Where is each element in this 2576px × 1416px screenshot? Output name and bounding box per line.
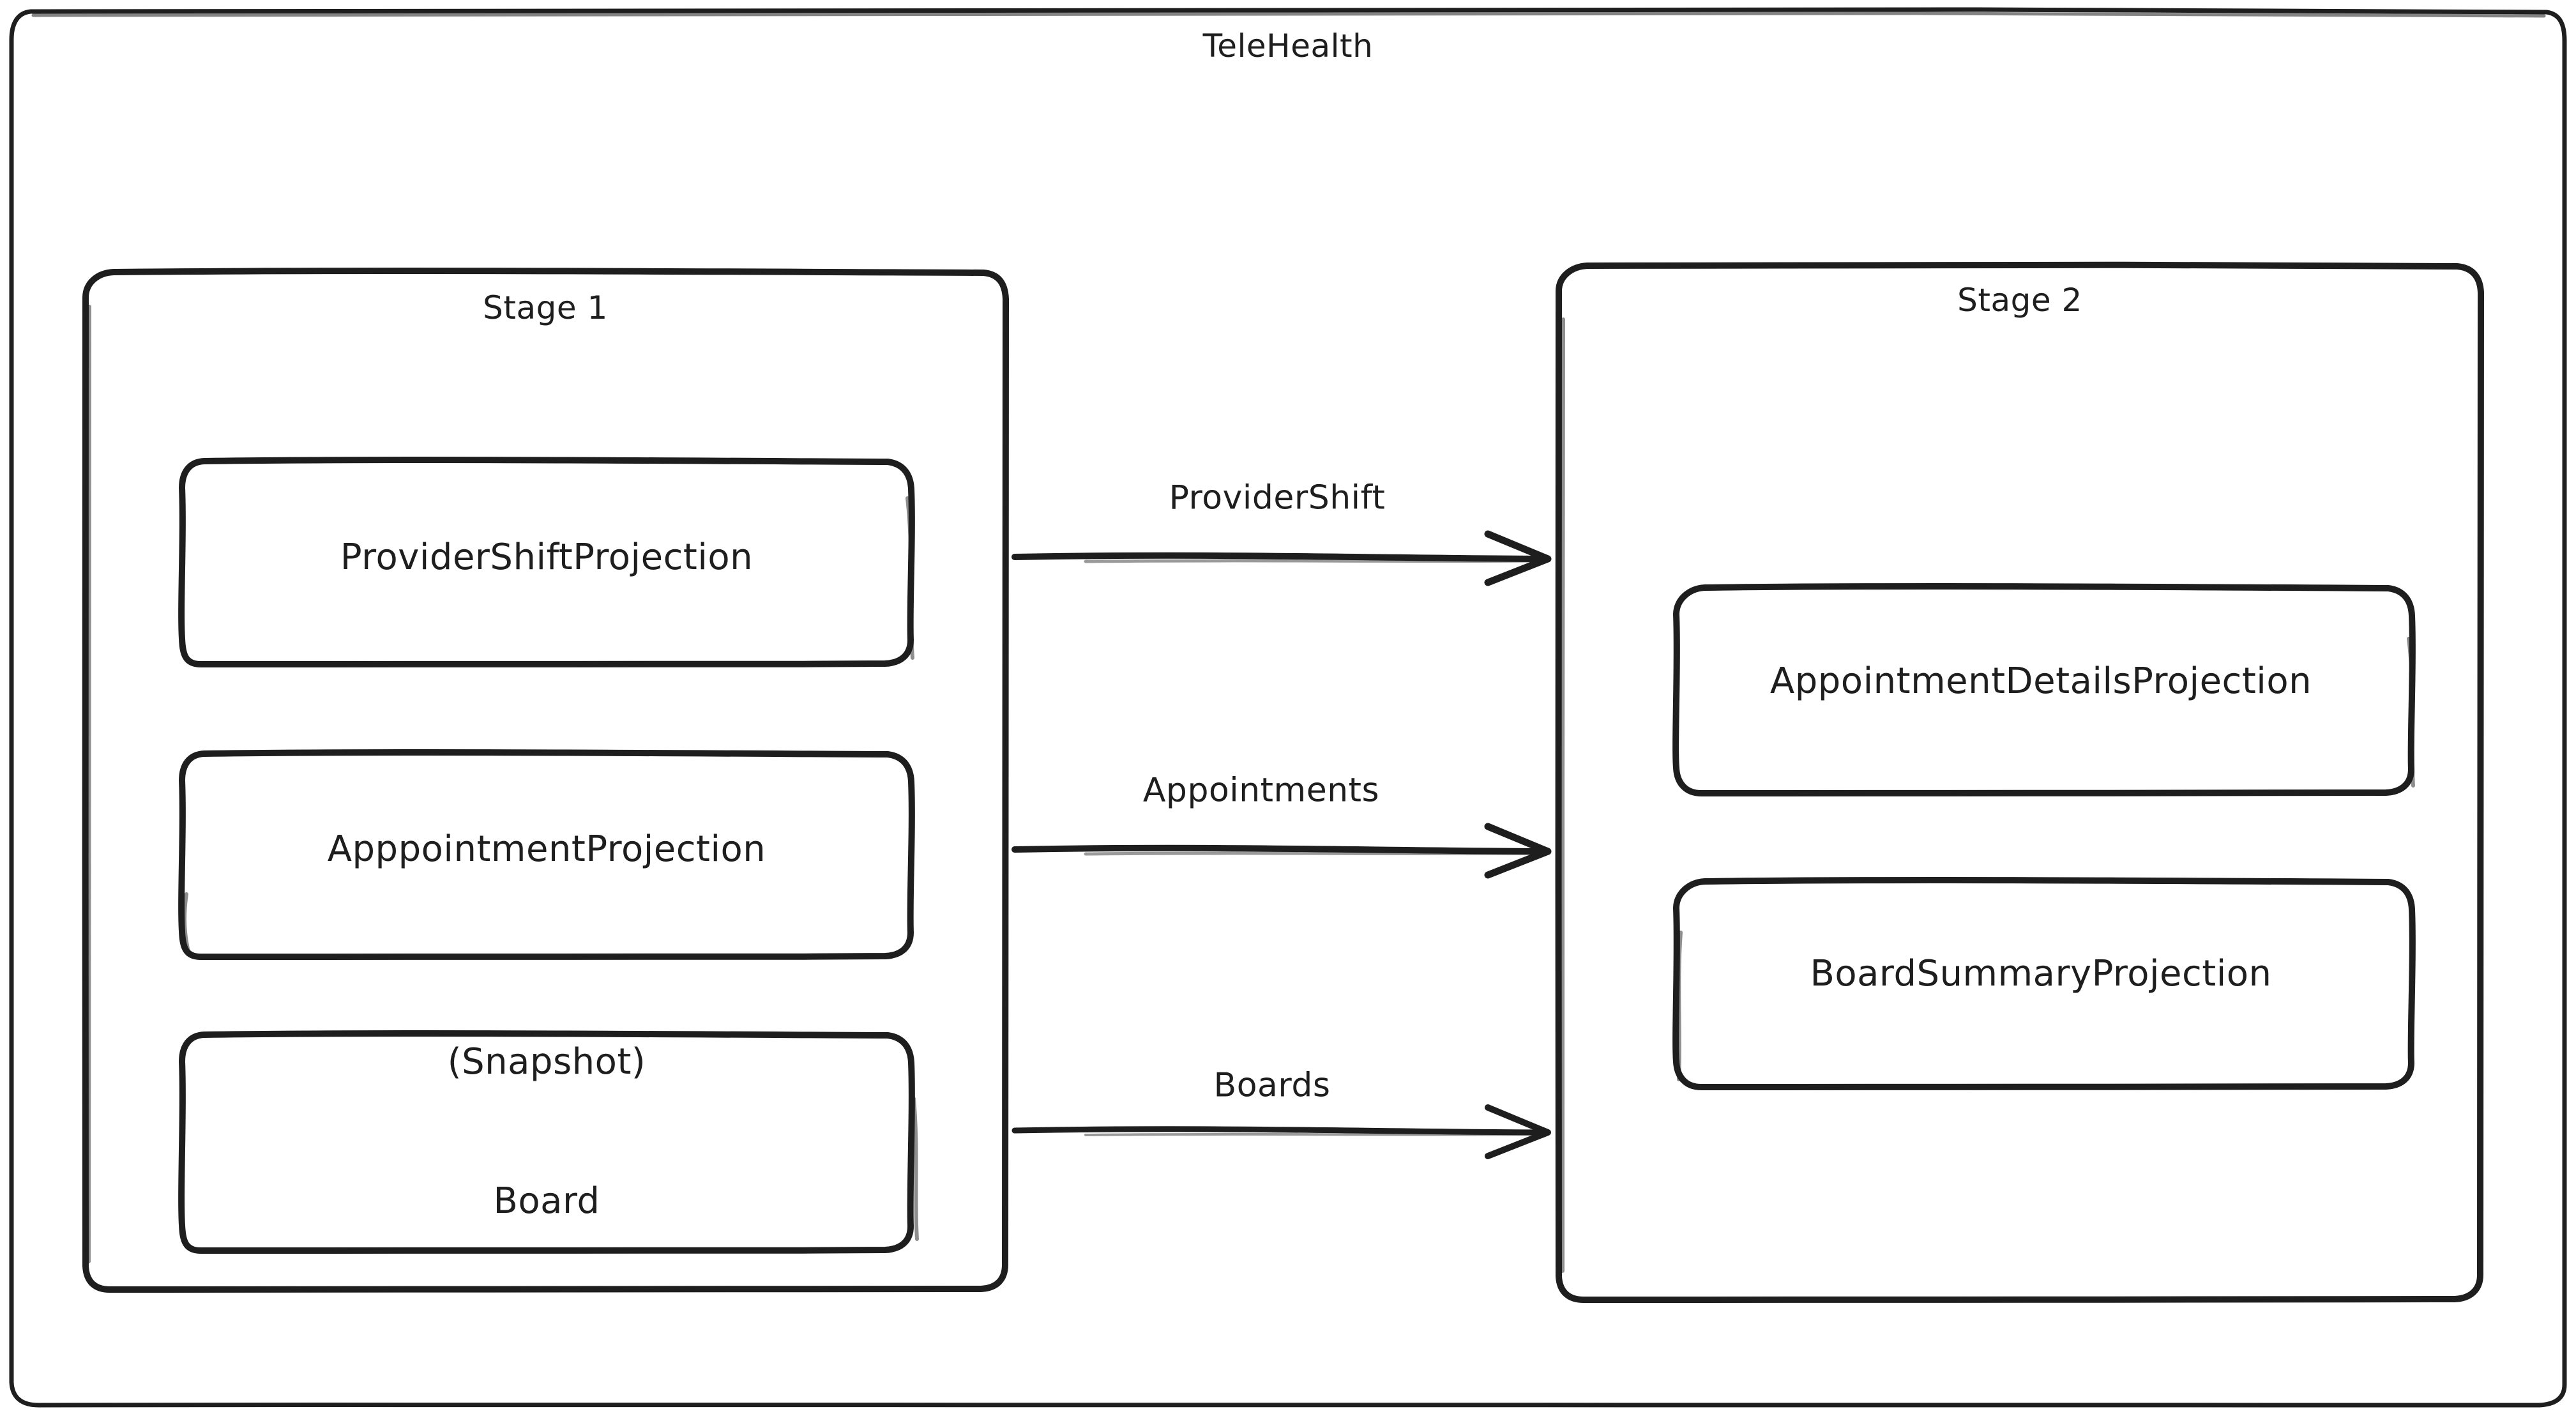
node-board-summary-projection-label: BoardSummaryProjection [1810,953,2272,994]
edge-boards-label: Boards [1213,1066,1331,1105]
edge-provider-shift-arrow [1011,530,1552,586]
stage-2-title: Stage 2 [1957,281,2082,319]
edge-appointments-label: Appointments [1142,771,1380,810]
node-appointment-details-projection-outline [1672,583,2416,796]
node-snapshot-board-outline [178,1030,919,1254]
node-board-summary-projection-outline [1672,877,2416,1090]
container-title: TeleHealth [1202,27,1374,65]
telehealth-container-outline [8,7,2568,1408]
node-appointment-details-projection-label: AppointmentDetailsProjection [1769,660,2312,702]
node-provider-shift-projection-outline [178,457,915,667]
node-apppointment-projection-outline [178,749,915,960]
stage-1-outline [82,268,1010,1293]
stage-2-outline [1555,261,2485,1303]
node-apppointment-projection-label: ApppointmentProjection [327,828,766,870]
edge-boards-arrow [1011,1104,1551,1159]
node-snapshot-board-line-2: Board [493,1180,600,1222]
node-provider-shift-projection-label: ProviderShiftProjection [340,537,754,578]
node-snapshot-board-label: (Snapshot) Board [448,946,646,1318]
edge-provider-shift-label: ProviderShift [1169,478,1386,517]
stage-1-title: Stage 1 [483,289,608,326]
node-snapshot-board-line-1: (Snapshot) [447,1040,646,1083]
edge-appointments-arrow [1011,823,1552,879]
